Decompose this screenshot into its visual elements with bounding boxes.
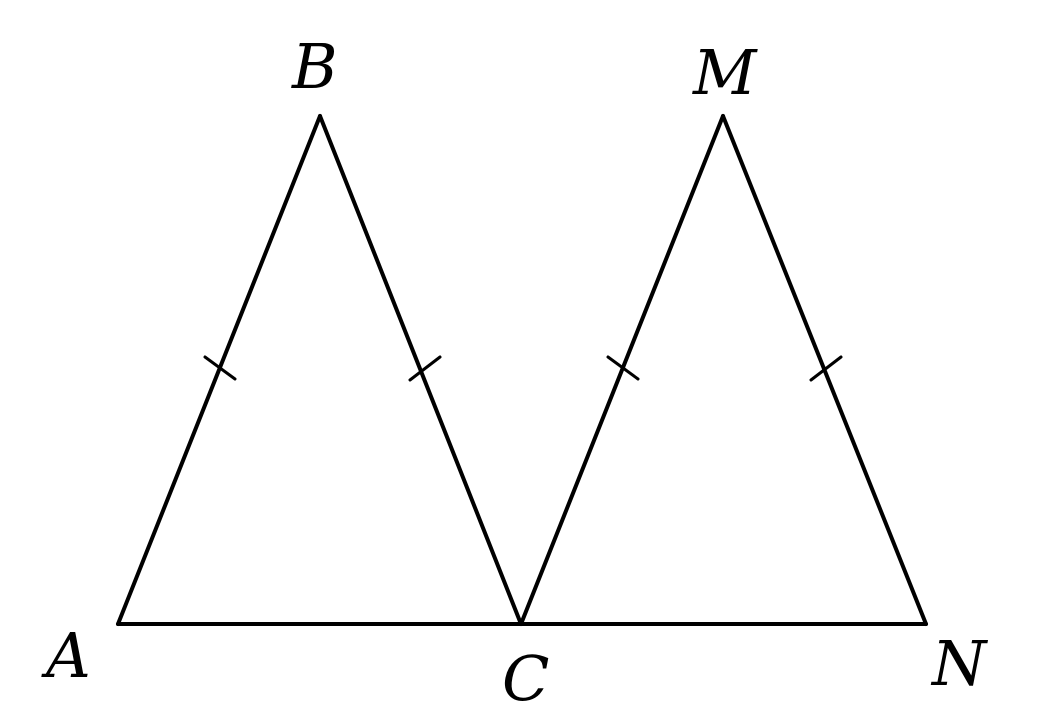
segment-CM: [519, 114, 725, 626]
tick-mark-BC: [408, 355, 442, 382]
label-B: B: [291, 30, 338, 103]
label-A: A: [41, 619, 91, 692]
label-C: C: [502, 642, 549, 710]
tick-mark-AB: [203, 355, 237, 381]
label-M: M: [692, 36, 758, 109]
segment-BC: [318, 114, 523, 626]
tick-mark-CM: [606, 355, 640, 381]
tick-mark-MN: [809, 355, 843, 382]
label-N: N: [930, 627, 989, 700]
segment-AB: [116, 114, 322, 626]
